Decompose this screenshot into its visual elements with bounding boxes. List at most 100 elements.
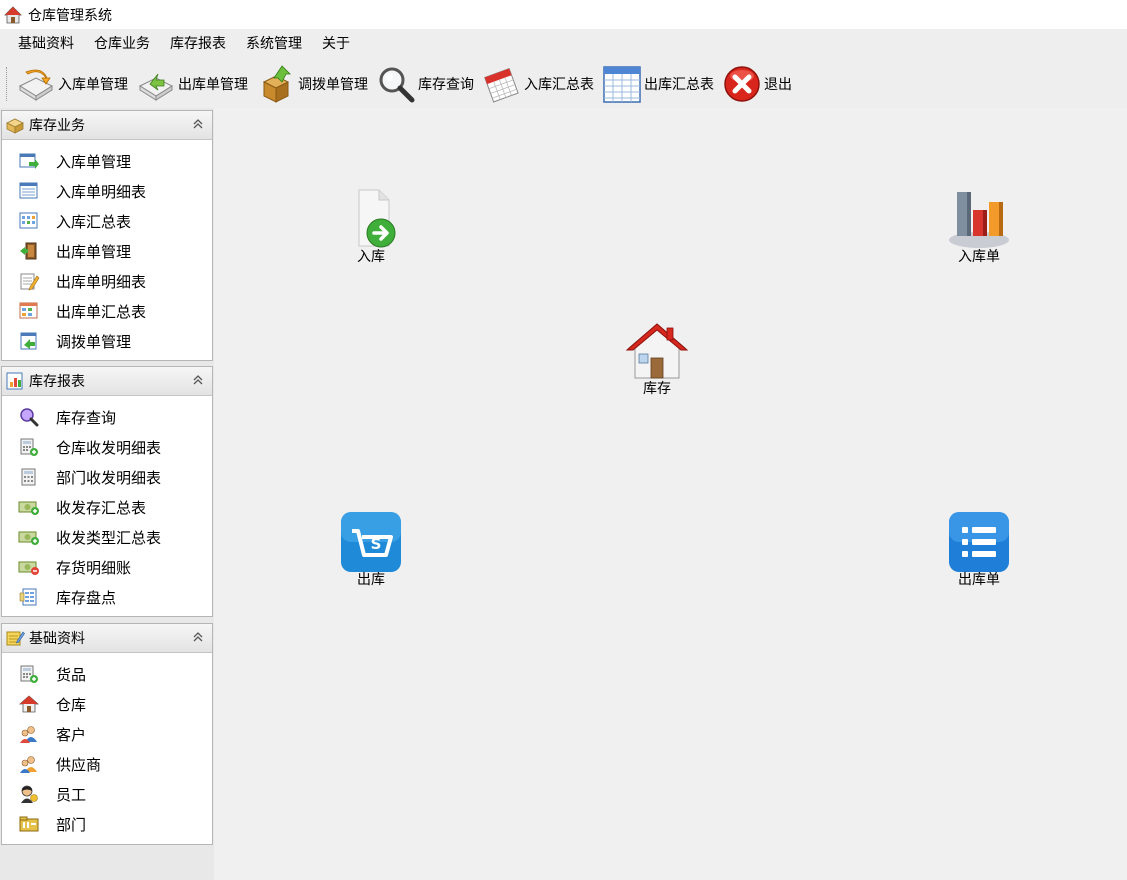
sidebar-group-header-business[interactable]: 库存业务 [2,111,212,140]
collapse-chevron-icon[interactable] [192,373,204,387]
inbound-summary-button[interactable]: 入库汇总表 [479,62,597,106]
svg-text:S: S [371,535,382,553]
sidebar-item-supplier[interactable]: 供应商 [2,749,212,779]
sidebar-item-outbound-management[interactable]: 出库单管理 [2,236,212,266]
shortcut-label: 入库单 [958,249,1000,265]
inbound-management-label: 入库单管理 [58,76,128,93]
sidebar-item-type-summary[interactable]: 收发类型汇总表 [2,522,212,552]
sidebar-item-outbound-summary[interactable]: 出库单汇总表 [2,296,212,326]
stock-query-button[interactable]: 库存查询 [373,62,477,106]
sidebar-item-label: 入库汇总表 [56,212,132,231]
sidebar-item-stocktaking[interactable]: 库存盘点 [2,582,212,612]
note-pencil-icon [6,631,25,646]
stock-query-label: 库存查询 [418,76,474,93]
transfer-management-button[interactable]: 调拨单管理 [253,62,371,106]
outbound-summary-button[interactable]: 出库汇总表 [599,62,717,106]
collapse-chevron-icon[interactable] [192,630,204,644]
menu-system-management[interactable]: 系统管理 [246,36,302,52]
document-arrow-icon [358,189,396,248]
sidebar-item-label: 供应商 [56,755,102,774]
sidebar-item-label: 出库单明细表 [56,272,147,291]
shortcut-label: 出库 [357,572,385,588]
inbound-summary-label: 入库汇总表 [524,76,594,93]
sidebar-item-label: 货品 [56,665,87,684]
sidebar-item-warehouse-detail[interactable]: 仓库收发明细表 [2,432,212,462]
money-remove-icon [18,561,39,575]
close-icon [724,65,760,102]
collapse-chevron-icon[interactable] [192,117,204,131]
title-bar: 仓库管理系统 [0,0,1127,29]
grid-table-icon [19,212,38,229]
sidebar-item-department[interactable]: 部门 [2,809,212,839]
sidebar-group-stock-business: 库存业务 入库单管理 入库单明细表 入库汇总表 出库单管理 [1,110,213,361]
sidebar-group-header-reports[interactable]: 库存报表 [2,367,212,396]
sidebar-item-transfer-management[interactable]: 调拨单管理 [2,326,212,356]
exit-label: 退出 [764,76,792,93]
sidebar-item-inventory-summary[interactable]: 收发存汇总表 [2,492,212,522]
sidebar-group-title: 基础资料 [29,631,85,647]
exit-button[interactable]: 退出 [719,62,795,106]
toolbar-grip[interactable] [6,66,9,101]
sidebar-item-label: 出库单管理 [56,242,132,261]
department-folder-icon [19,816,39,832]
toolbar: 入库单管理 出库单管理 调拨单管理 库存查询 [0,59,1127,108]
shortcut-stock[interactable]: 库存 [607,320,707,398]
shortcut-inbound-doc[interactable]: 入库单 [929,188,1029,266]
menu-warehouse-business[interactable]: 仓库业务 [94,36,150,52]
main-workspace: 入库 入库单 库存 S 出库 [214,108,1127,880]
exit-door-icon [20,242,37,260]
calendar-icon [484,67,519,103]
sidebar-item-label: 员工 [56,785,87,804]
sidebar-item-inbound-management[interactable]: 入库单管理 [2,146,212,176]
sidebar-item-warehouse[interactable]: 仓库 [2,689,212,719]
sidebar-item-label: 仓库 [56,695,87,714]
inbound-management-button[interactable]: 入库单管理 [13,62,131,106]
spreadsheet-icon [603,65,641,103]
shortcut-label: 库存 [643,381,671,397]
house-icon [625,323,689,379]
shortcut-inbound[interactable]: 入库 [321,188,421,266]
sidebar-item-label: 仓库收发明细表 [56,438,162,457]
sidebar-item-stock-query[interactable]: 库存查询 [2,402,212,432]
sidebar-item-outbound-detail[interactable]: 出库单明细表 [2,266,212,296]
sidebar-item-label: 入库单明细表 [56,182,147,201]
sidebar-group-title: 库存报表 [29,374,85,390]
menu-basic-data[interactable]: 基础资料 [18,36,74,52]
sidebar-item-stock-ledger[interactable]: 存货明细账 [2,552,212,582]
menu-about[interactable]: 关于 [322,36,350,52]
outbound-box-icon [138,73,174,101]
sidebar-item-label: 部门收发明细表 [56,468,162,487]
house-icon [18,695,40,713]
shortcut-label: 出库单 [958,572,1000,588]
inbound-folder-icon [18,69,54,101]
shortcut-outbound[interactable]: S 出库 [321,511,421,589]
sidebar-item-label: 出库单汇总表 [56,302,147,321]
sidebar-group-title: 库存业务 [29,118,85,134]
menu-stock-reports[interactable]: 库存报表 [170,36,226,52]
shortcut-outbound-doc[interactable]: 出库单 [929,511,1029,589]
sidebar-item-customer[interactable]: 客户 [2,719,212,749]
employee-icon [21,785,38,803]
sidebar-group-header-basic[interactable]: 基础资料 [2,624,212,653]
sidebar-item-label: 调拨单管理 [56,332,132,351]
sidebar-item-department-detail[interactable]: 部门收发明细表 [2,462,212,492]
outbound-summary-label: 出库汇总表 [644,76,714,93]
sidebar-item-inbound-summary[interactable]: 入库汇总表 [2,206,212,236]
calculator-add-icon [20,438,38,456]
house-icon [4,5,22,23]
bar-chart-icon [949,192,1009,248]
outbound-management-button[interactable]: 出库单管理 [133,62,251,106]
calculator-icon [21,468,36,486]
sidebar-item-label: 库存盘点 [56,588,117,607]
inventory-sheet-icon [19,588,37,606]
menu-bar: 基础资料 仓库业务 库存报表 系统管理 关于 [0,29,1127,59]
sidebar-item-inbound-detail[interactable]: 入库单明细表 [2,176,212,206]
report-chart-icon [6,372,23,390]
sidebar-item-goods[interactable]: 货品 [2,659,212,689]
list-document-icon [19,182,38,199]
edit-document-icon [20,273,40,291]
sidebar-item-employee[interactable]: 员工 [2,779,212,809]
sidebar-item-label: 入库单管理 [56,152,132,171]
search-icon [20,408,39,427]
users-icon [20,726,37,743]
